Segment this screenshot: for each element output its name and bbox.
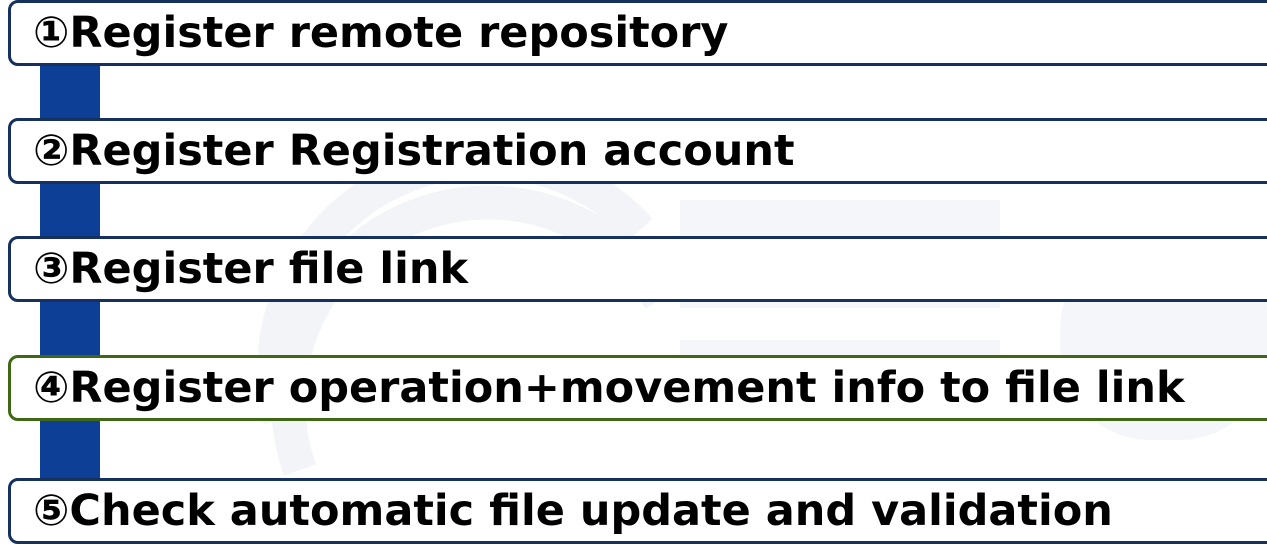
step-2-label: ②Register Registration account: [33, 125, 795, 176]
step-3-label: ③Register file link: [33, 243, 469, 294]
step-5-box: ⑤Check automatic file update and validat…: [8, 478, 1267, 544]
step-5-label: ⑤Check automatic file update and validat…: [33, 485, 1113, 536]
step-1-box: ①Register remote repository: [8, 0, 1267, 66]
step-3-box: ③Register file link: [8, 236, 1267, 302]
step-2-box: ②Register Registration account: [8, 118, 1267, 184]
step-4-box: ④Register operation+movement info to fil…: [8, 355, 1267, 421]
step-4-label: ④Register operation+movement info to fil…: [33, 362, 1185, 413]
step-1-label: ①Register remote repository: [33, 7, 729, 58]
